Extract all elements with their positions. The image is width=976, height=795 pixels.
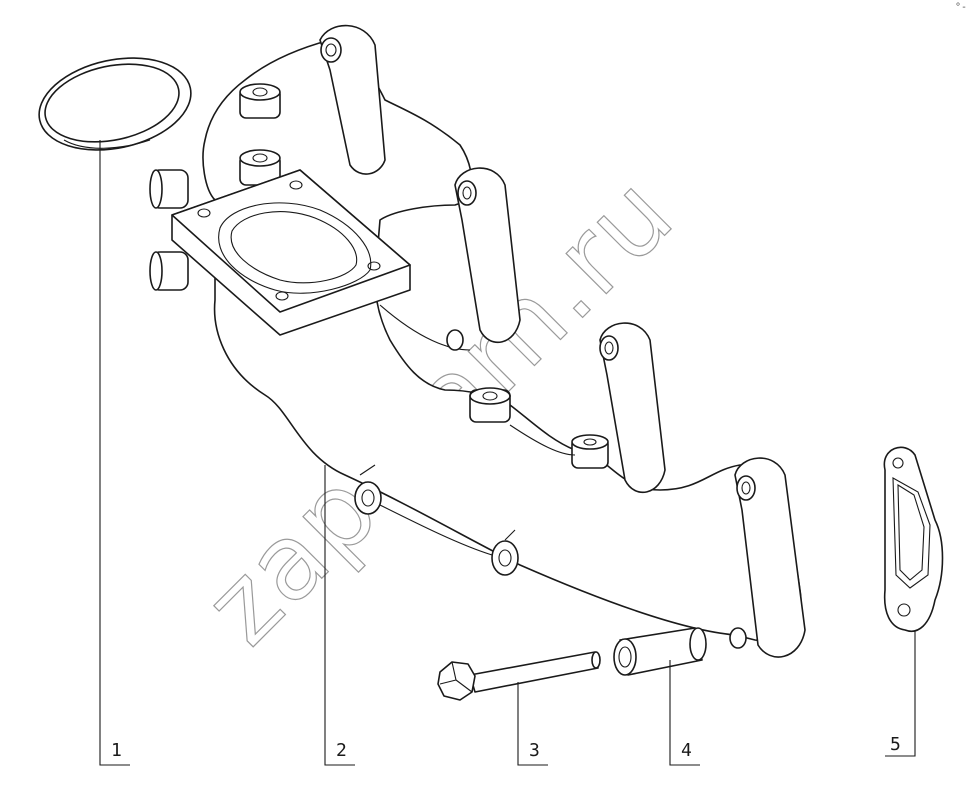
callout-1-number: 1 [111, 740, 122, 761]
callout-3: 3 [517, 682, 548, 766]
callout-5: 5 [885, 630, 916, 757]
callout-4-number: 4 [681, 740, 692, 761]
callout-2: 2 [324, 465, 355, 766]
part-1-round-gasket [38, 57, 192, 151]
callout-4: 4 [669, 660, 700, 766]
callout-3-number: 3 [529, 740, 540, 761]
callout-5-number: 5 [890, 734, 901, 755]
corner-mark: °- [955, 2, 967, 13]
part-4-spacer-sleeve [613, 627, 707, 676]
part-5-flange-gasket [883, 446, 944, 632]
part-2-exhaust-manifold [149, 24, 806, 658]
callout-1: 1 [99, 140, 130, 766]
callout-2-number: 2 [336, 740, 347, 761]
part-3-bolt [437, 651, 601, 701]
